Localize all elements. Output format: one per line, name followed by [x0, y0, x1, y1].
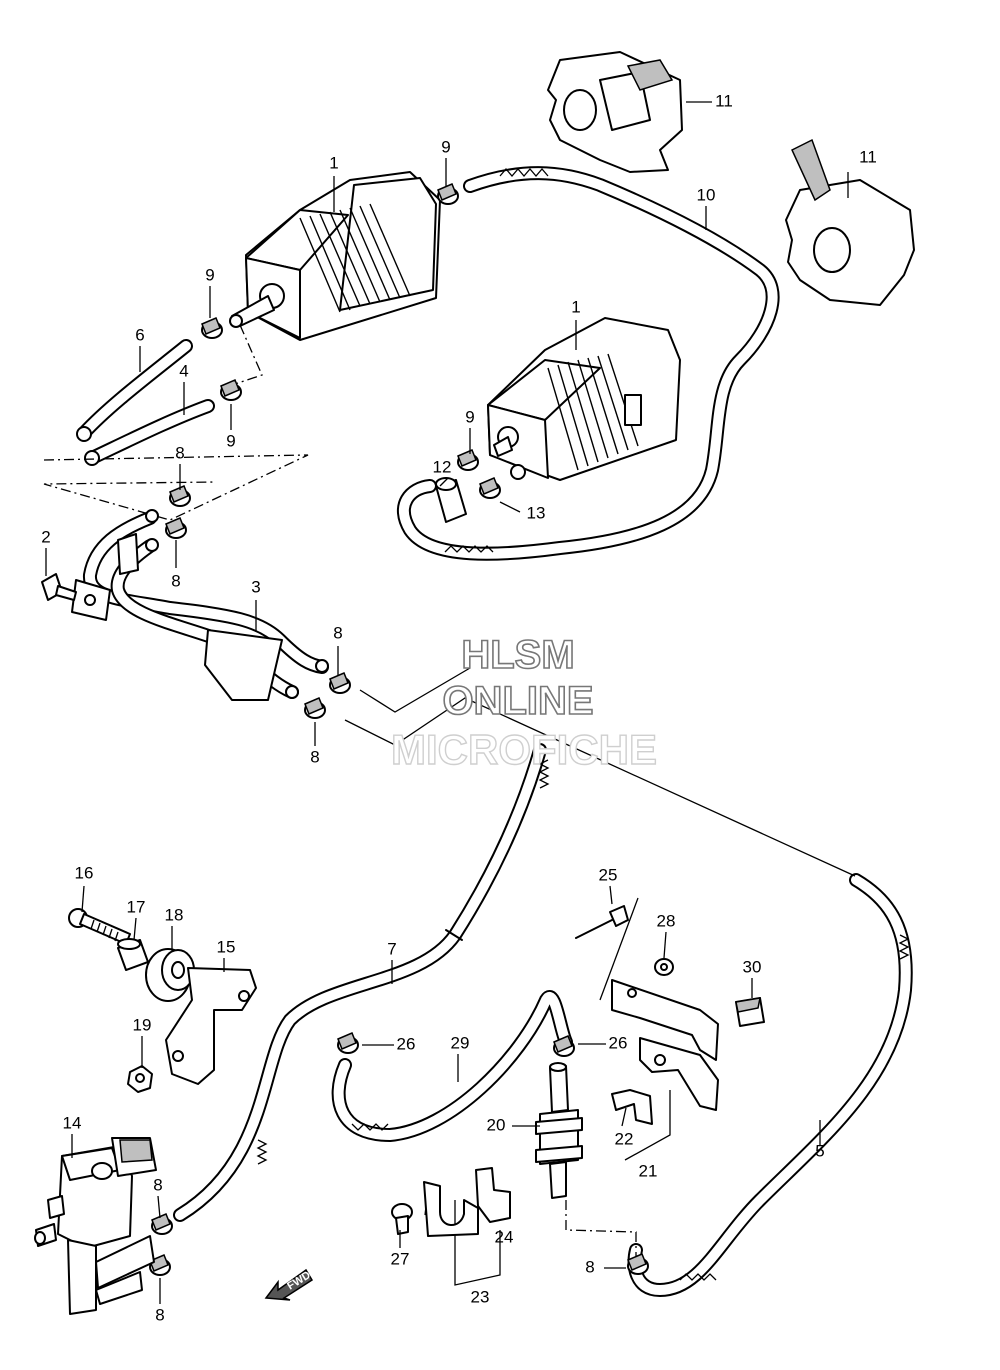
- hose-7: [173, 743, 550, 1222]
- callout-2: 2: [41, 527, 50, 546]
- callout-12: 12: [433, 457, 452, 476]
- callout-10: 10: [697, 185, 716, 204]
- callout-labels: 1 1 2 3 4 5 6 7 8 8 8 8 8 8 8 9 9 9 9 10…: [41, 91, 877, 1324]
- callout-7: 7: [387, 939, 396, 958]
- bracket-11-a: [547, 51, 683, 173]
- watermark-line3: MICROFICHE: [391, 726, 657, 773]
- callout-9-a: 9: [441, 137, 450, 156]
- callout-25: 25: [599, 865, 618, 884]
- callout-18: 18: [165, 905, 184, 924]
- hose-5: [627, 873, 913, 1297]
- callout-8-g: 8: [585, 1257, 594, 1276]
- callout-30: 30: [743, 957, 762, 976]
- bolt-16: [68, 908, 131, 945]
- callout-26-b: 26: [609, 1033, 628, 1052]
- clamp-8-e: [151, 1213, 173, 1235]
- callout-19: 19: [133, 1015, 152, 1034]
- tube-12: [435, 477, 467, 523]
- watermark-line2: ONLINE: [442, 679, 593, 723]
- clip-30: [735, 997, 765, 1027]
- callout-14: 14: [63, 1113, 82, 1132]
- callout-8-e: 8: [153, 1175, 162, 1194]
- clamp-8-g: [627, 1253, 649, 1275]
- callout-3: 3: [251, 577, 260, 596]
- washer-28: [654, 958, 674, 976]
- callout-17: 17: [127, 897, 146, 916]
- collar-17: [117, 938, 149, 971]
- callout-5: 5: [815, 1141, 824, 1160]
- clamp-24: [475, 1167, 511, 1223]
- callout-9-b: 9: [205, 265, 214, 284]
- clamp-8-a: [169, 485, 191, 507]
- callout-1-upper: 1: [329, 153, 338, 172]
- clamp-8-b: [165, 517, 187, 539]
- callout-27: 27: [391, 1249, 410, 1268]
- bracket-21: [611, 979, 719, 1111]
- bracket-15: [165, 967, 257, 1085]
- clamp-9-d: [457, 449, 479, 471]
- assembly-leaders: [43, 324, 856, 1286]
- watermark: HLSM ONLINE MICROFICHE: [390, 632, 657, 774]
- callout-29: 29: [451, 1033, 470, 1052]
- callout-16: 16: [75, 863, 94, 882]
- canister-upper: [229, 171, 441, 341]
- pipe-assembly-3: [71, 509, 329, 701]
- rivet-25: [575, 905, 629, 939]
- clamp-9-b: [201, 317, 223, 339]
- callout-21: 21: [639, 1161, 658, 1180]
- callout-26-a: 26: [397, 1034, 416, 1053]
- callout-8-f: 8: [155, 1305, 164, 1324]
- clamp-8-c: [329, 672, 351, 694]
- clamp-9-c: [220, 379, 242, 401]
- callout-8-b: 8: [171, 571, 180, 590]
- callout-9-d: 9: [465, 407, 474, 426]
- callout-24: 24: [495, 1227, 514, 1246]
- callout-13: 13: [527, 503, 546, 522]
- clamp-8-d: [304, 697, 326, 719]
- clamp-9-a: [437, 183, 459, 205]
- callout-28: 28: [657, 911, 676, 930]
- bolt-2: [41, 573, 77, 601]
- hose-29: [331, 990, 573, 1142]
- screw-27: [391, 1203, 413, 1235]
- callout-4: 4: [179, 361, 188, 380]
- callout-1-lower: 1: [571, 297, 580, 316]
- clamp-26-b: [553, 1035, 575, 1057]
- callout-11-a: 11: [715, 91, 733, 110]
- callout-leaders: [45, 101, 849, 1304]
- canister-lower: [487, 317, 681, 481]
- fwd-arrow-icon: FWD: [264, 1268, 314, 1301]
- clamp-8-f: [149, 1254, 171, 1276]
- hose-4: [84, 399, 215, 466]
- watermark-line1: HLSM: [461, 633, 574, 677]
- callout-15: 15: [217, 937, 236, 956]
- callout-20: 20: [487, 1115, 506, 1134]
- callout-9-c: 9: [226, 431, 235, 450]
- clamp-26-a: [337, 1032, 359, 1054]
- filter-20: [535, 1062, 583, 1199]
- grommet-18: [145, 948, 195, 1002]
- clamp-13: [479, 477, 501, 499]
- clip-22: [611, 1089, 653, 1125]
- callout-11-b: 11: [859, 147, 877, 166]
- hose-6: [76, 339, 193, 442]
- callout-23: 23: [471, 1287, 490, 1306]
- callout-8-d: 8: [310, 747, 319, 766]
- valve-14: [34, 1137, 157, 1315]
- hose-10: [397, 166, 780, 561]
- clamp-23: [423, 1181, 479, 1237]
- callout-8-a: 8: [175, 443, 184, 462]
- nut-19: [127, 1065, 153, 1093]
- callout-22: 22: [615, 1129, 634, 1148]
- callout-8-c: 8: [333, 623, 342, 642]
- callout-6: 6: [135, 325, 144, 344]
- bracket-11-b: [785, 138, 915, 306]
